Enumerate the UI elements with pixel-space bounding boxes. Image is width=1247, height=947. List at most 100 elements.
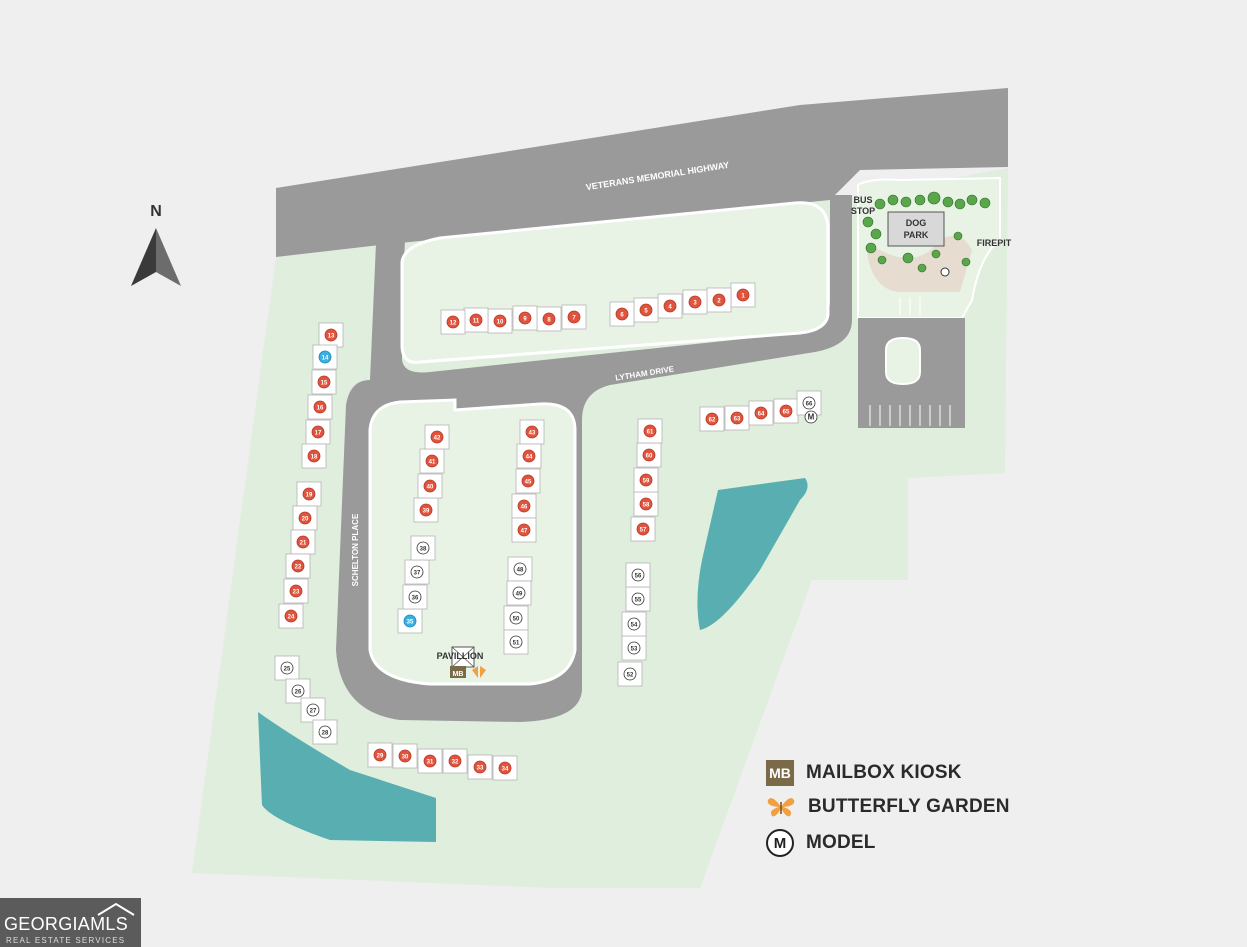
lot-37-marker xyxy=(410,565,424,579)
lot-15-number: 15 xyxy=(321,381,328,387)
lot-38-number: 38 xyxy=(420,547,427,553)
lot-16-marker xyxy=(313,400,327,414)
lot-55-marker xyxy=(631,592,645,606)
bus-stop-label-2: STOP xyxy=(851,206,875,216)
lot-11-number: 11 xyxy=(473,319,480,325)
lot-35-marker xyxy=(403,614,417,628)
lot-11-marker xyxy=(469,313,483,327)
lot-20[interactable] xyxy=(292,505,318,531)
lot-29-number: 29 xyxy=(377,754,384,760)
schelton-place-label: SCHELTON PLACE xyxy=(351,513,360,586)
lot-1[interactable] xyxy=(730,282,756,308)
lot-41-number: 41 xyxy=(429,460,436,466)
logo-tagline: REAL ESTATE SERVICES xyxy=(6,936,126,945)
legend-label-model: MODEL xyxy=(806,832,876,853)
lot-58-number: 58 xyxy=(643,503,650,509)
lot-33-number: 33 xyxy=(477,766,484,772)
lot-10-marker xyxy=(493,314,507,328)
lot-28-number: 28 xyxy=(322,731,329,737)
legend-item-mailbox: MB MAILBOX KIOSK xyxy=(766,758,962,788)
lot-3-number: 3 xyxy=(693,301,697,307)
lot-25-marker xyxy=(280,661,294,675)
mailbox-kiosk-marker xyxy=(450,666,466,678)
lot-13-marker xyxy=(324,328,338,342)
lot-M-number: M xyxy=(808,413,815,422)
lot-61-number: 61 xyxy=(647,430,654,436)
lot-33-marker xyxy=(473,760,487,774)
lot-4-marker xyxy=(663,299,677,313)
lot-59[interactable] xyxy=(633,467,659,493)
lot-14-number: 14 xyxy=(322,356,329,362)
lot-49-marker xyxy=(512,586,526,600)
lot-60-marker xyxy=(642,448,656,462)
lot-51-marker xyxy=(509,635,523,649)
lot-34-marker xyxy=(498,761,512,775)
lot-58-marker xyxy=(639,497,653,511)
lot-18-number: 18 xyxy=(311,455,318,461)
lot-16-number: 16 xyxy=(317,406,324,412)
lot-30-marker xyxy=(398,749,412,763)
lot-43-marker xyxy=(525,425,539,439)
lot-59-number: 59 xyxy=(643,479,650,485)
lot-60-number: 60 xyxy=(646,454,653,460)
lot-29-marker xyxy=(373,748,387,762)
lot-17-number: 17 xyxy=(315,431,322,437)
roof-icon xyxy=(97,902,135,916)
lot-1-marker xyxy=(736,288,750,302)
lot-65[interactable] xyxy=(773,398,799,424)
north-arrow-label: N xyxy=(150,203,162,220)
lot-63-marker xyxy=(730,411,744,425)
lot-12-number: 12 xyxy=(450,321,457,327)
lot-54-marker xyxy=(627,617,641,631)
lot-38-marker xyxy=(416,541,430,555)
model-icon: M xyxy=(766,829,794,857)
lot-26-marker xyxy=(291,684,305,698)
lot-34-number: 34 xyxy=(502,767,509,773)
legend-item-model: M MODEL xyxy=(766,828,876,858)
lot-M-marker xyxy=(804,410,818,424)
amenity-plaza xyxy=(866,235,972,292)
lot-9[interactable] xyxy=(512,305,538,331)
lot-53-marker xyxy=(627,641,641,655)
lot-8-marker xyxy=(542,312,556,326)
lot-35-number: 35 xyxy=(407,620,414,626)
lot-21-number: 21 xyxy=(300,541,307,547)
dog-park-label-2: PARK xyxy=(904,230,929,240)
lot-19-number: 19 xyxy=(306,493,313,499)
lot-42-number: 42 xyxy=(434,436,441,442)
lot-6-number: 6 xyxy=(620,313,624,319)
lot-31-number: 31 xyxy=(427,760,434,766)
legend-label-mailbox: MAILBOX KIOSK xyxy=(806,762,962,783)
lot-22-number: 22 xyxy=(295,565,302,571)
lot-2-marker xyxy=(712,293,726,307)
lot-53-number: 53 xyxy=(631,647,638,653)
lot-39-number: 39 xyxy=(423,509,430,515)
lot-23-marker xyxy=(289,584,303,598)
lot-36-number: 36 xyxy=(412,596,419,602)
parking-island xyxy=(885,336,921,386)
lot-6[interactable] xyxy=(609,301,635,327)
lot-45-number: 45 xyxy=(525,480,532,486)
firepit-icon xyxy=(940,267,950,277)
lot-56-marker xyxy=(631,568,645,582)
lot-56-number: 56 xyxy=(635,574,642,580)
firepit-label: FIREPIT xyxy=(977,238,1012,248)
lot-62-number: 62 xyxy=(709,418,716,424)
legend-item-butterfly: BUTTERFLY GARDEN xyxy=(766,792,1010,822)
lot-19-marker xyxy=(302,487,316,501)
lot-62-marker xyxy=(705,412,719,426)
lot-45-marker xyxy=(521,474,535,488)
lot-18-marker xyxy=(307,449,321,463)
lot-44-number: 44 xyxy=(526,455,533,461)
dog-park-label-1: DOG xyxy=(906,218,927,228)
lot-50-number: 50 xyxy=(513,617,520,623)
butterfly-icon xyxy=(767,798,795,817)
lot-47-number: 47 xyxy=(521,529,528,535)
lot-20-marker xyxy=(298,511,312,525)
pond-east xyxy=(697,478,808,630)
lot-65-marker xyxy=(779,404,793,418)
lot-27-marker xyxy=(306,703,320,717)
lot-5-number: 5 xyxy=(644,309,648,315)
lot-66-number: 66 xyxy=(806,402,813,408)
lot-21-marker xyxy=(296,535,310,549)
